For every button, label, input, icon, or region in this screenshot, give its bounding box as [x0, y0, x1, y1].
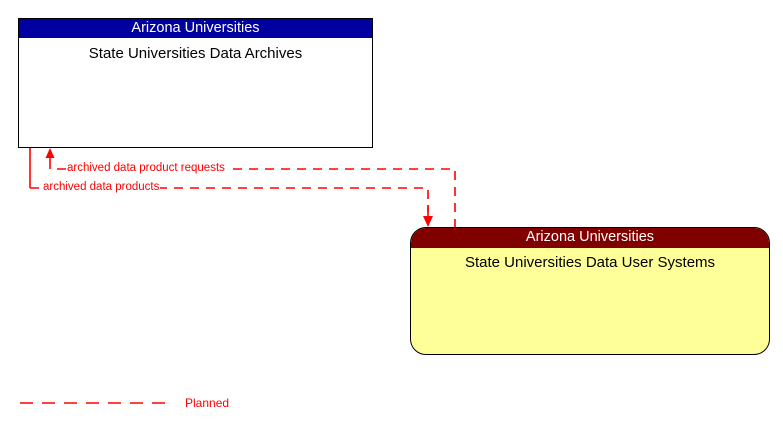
element-state-universities-data-user-systems[interactable]: Arizona Universities State Universities …: [410, 227, 770, 355]
legend-item-planned-label: Planned: [185, 396, 230, 410]
element-stakeholder-label: Arizona Universities: [19, 19, 372, 38]
flow-label-archived-data-product-requests[interactable]: archived data product requests: [66, 162, 226, 175]
flow-label-archived-data-products[interactable]: archived data products: [42, 181, 161, 194]
element-state-universities-data-archives[interactable]: Arizona Universities State Universities …: [18, 18, 373, 148]
element-stakeholder-label: Arizona Universities: [411, 228, 769, 248]
element-name-label: State Universities Data User Systems: [464, 254, 716, 271]
element-name-label: State Universities Data Archives: [88, 45, 303, 62]
